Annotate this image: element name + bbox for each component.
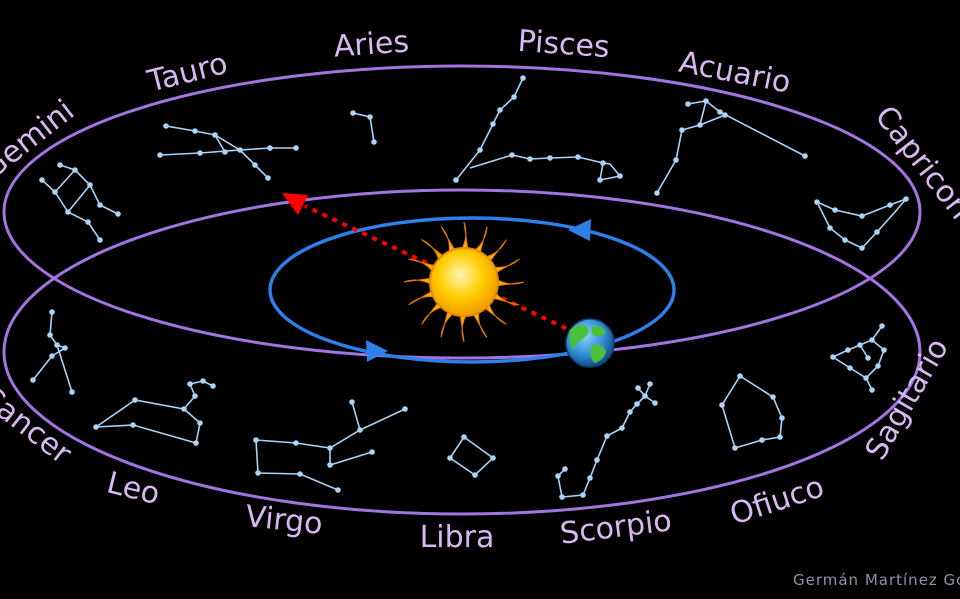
constellation-ofiuco — [719, 373, 785, 451]
constellation-pisces — [453, 75, 623, 183]
zodiac-label-gemini: Gemini — [0, 93, 81, 186]
zodiac-label-cancer: Cancer — [0, 379, 78, 472]
zodiac-label-aries: Aries — [333, 24, 411, 64]
earth-icon — [565, 318, 615, 368]
credit-text: Germán Martínez Gordillo — [793, 571, 960, 589]
zodiac-label-pisces: Pisces — [517, 24, 611, 65]
orbit-arrow-icon — [366, 340, 388, 362]
orbit-arrow-icon — [568, 219, 591, 241]
zodiac-band-front-ellipse — [2, 188, 922, 516]
constellation-libra — [447, 434, 496, 478]
constellation-capricornio — [814, 196, 909, 251]
constellation-tauro — [157, 123, 299, 181]
zodiac-label-scorpio: Scorpio — [558, 503, 673, 551]
constellation-leo — [93, 378, 216, 446]
constellation-virgo — [253, 399, 408, 493]
zodiac-band-back-ellipse — [2, 64, 922, 360]
constellation-acuario — [654, 98, 808, 196]
direction-arrow-icon — [282, 193, 308, 215]
earth-orbit — [268, 216, 676, 364]
zodiac-label-ofiuco: Ofiuco — [726, 469, 828, 532]
zodiac-label-libra: Libra — [420, 520, 495, 555]
zodiac-label-tauro: Tauro — [143, 46, 231, 100]
zodiac-label-capricornio: Capricornio — [868, 99, 960, 256]
constellation-scorpio — [555, 381, 658, 500]
zodiac-label-virgo: Virgo — [244, 499, 325, 542]
constellation-gemini — [39, 162, 121, 243]
constellation-cancer — [30, 309, 75, 395]
zodiac-label-sagitario: Sagitario — [859, 332, 956, 466]
zodiac-label-acuario: Acuario — [676, 45, 794, 101]
sun-icon — [403, 221, 525, 343]
constellation-sagitario — [830, 323, 887, 393]
constellation-aries — [350, 110, 377, 145]
